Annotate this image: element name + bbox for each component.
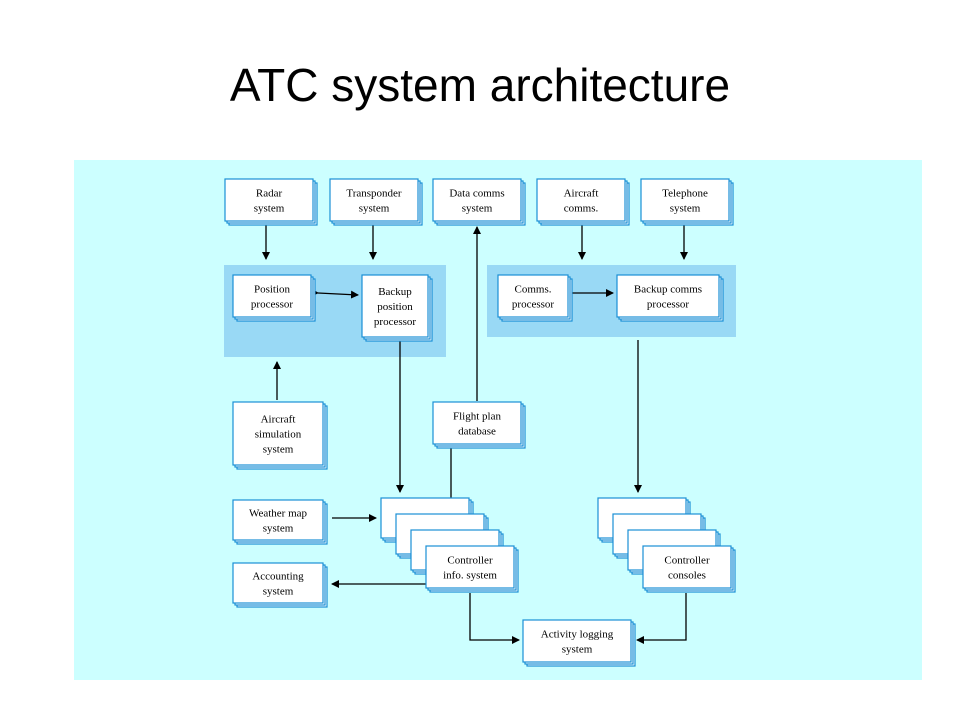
telephone-system-box: Telephone system (640, 178, 734, 226)
slide-title: ATC system architecture (229, 59, 731, 111)
backup-comms-processor-label-0: Backup comms (634, 284, 702, 296)
radar-system-box: Radar system (224, 178, 318, 226)
activity-logging-system-label-1: system (562, 644, 593, 656)
activity-logging-system-label-0: Activity logging (541, 629, 614, 641)
transponder-system-label-0: Transponder (346, 188, 402, 200)
aircraft-simulation-system-label-0: Aircraft (261, 414, 296, 426)
aircraft-simulation-system-label-1: simulation (255, 429, 302, 441)
comms-processor-box: Comms. processor (497, 274, 573, 322)
transponder-system-label-1: system (359, 203, 390, 215)
consoles-to-logging-arrow (636, 593, 687, 644)
backup-comms-processor-box: Backup comms processor (616, 274, 724, 322)
accounting-system-box: Accounting system (232, 562, 328, 608)
controller-consoles-label-0: Controller (664, 555, 710, 567)
backup-position-processor-label-2: processor (374, 316, 416, 328)
backup-position-processor-box: Backup position processor (361, 274, 433, 342)
controller-consoles-label-1: consoles (668, 570, 706, 582)
comms-processor-label-1: processor (512, 299, 554, 311)
backup-position-processor-label-1: position (377, 301, 413, 313)
controller-info-system-label-1: info. system (443, 570, 497, 582)
telephone-system-label-1: system (670, 203, 701, 215)
data-comms-system-label-0: Data comms (449, 188, 504, 200)
position-processor-label-0: Position (254, 284, 291, 296)
aircraft-comms-label-0: Aircraft (564, 188, 599, 200)
weather-map-system-box: Weather map system (232, 499, 328, 545)
controller-info-system-label-0: Controller (447, 555, 493, 567)
position-processor-box: Position processor (232, 274, 316, 322)
controller-info-system-box: Controller info. system (425, 545, 519, 593)
accounting-system-label-0: Accounting (252, 571, 304, 583)
aircraft-comms-label-1: comms. (564, 203, 599, 215)
flight-plan-database-label-1: database (458, 426, 496, 438)
backup-comms-processor-label-1: processor (647, 299, 689, 311)
controller-info-to-logging-arrow (469, 593, 520, 644)
telephone-system-label-0: Telephone (662, 188, 708, 200)
radar-system-label-0: Radar (256, 188, 283, 200)
comms-processor-label-0: Comms. (515, 284, 552, 296)
activity-logging-system-box: Activity logging system (522, 619, 636, 667)
accounting-system-label-1: system (263, 586, 294, 598)
weather-map-system-label-0: Weather map (249, 508, 308, 520)
data-comms-system-box: Data comms system (432, 178, 526, 226)
position-backup-link-arrow (310, 288, 359, 299)
data-comms-system-label-1: system (462, 203, 493, 215)
aircraft-comms-box: Aircraft comms. (536, 178, 630, 226)
transponder-system-box: Transponder system (329, 178, 423, 226)
controller-consoles-box: Controller consoles (642, 545, 736, 593)
radar-system-label-1: system (254, 203, 285, 215)
aircraft-simulation-system-box: Aircraft simulation system (232, 401, 328, 470)
flight-plan-database-label-0: Flight plan (453, 411, 501, 423)
backup-position-processor-label-0: Backup (378, 286, 412, 298)
weather-map-system-label-1: system (263, 523, 294, 535)
position-processor-label-1: processor (251, 299, 293, 311)
aircraft-simulation-system-label-2: system (263, 444, 294, 456)
flight-plan-database-box: Flight plan database (432, 401, 526, 449)
